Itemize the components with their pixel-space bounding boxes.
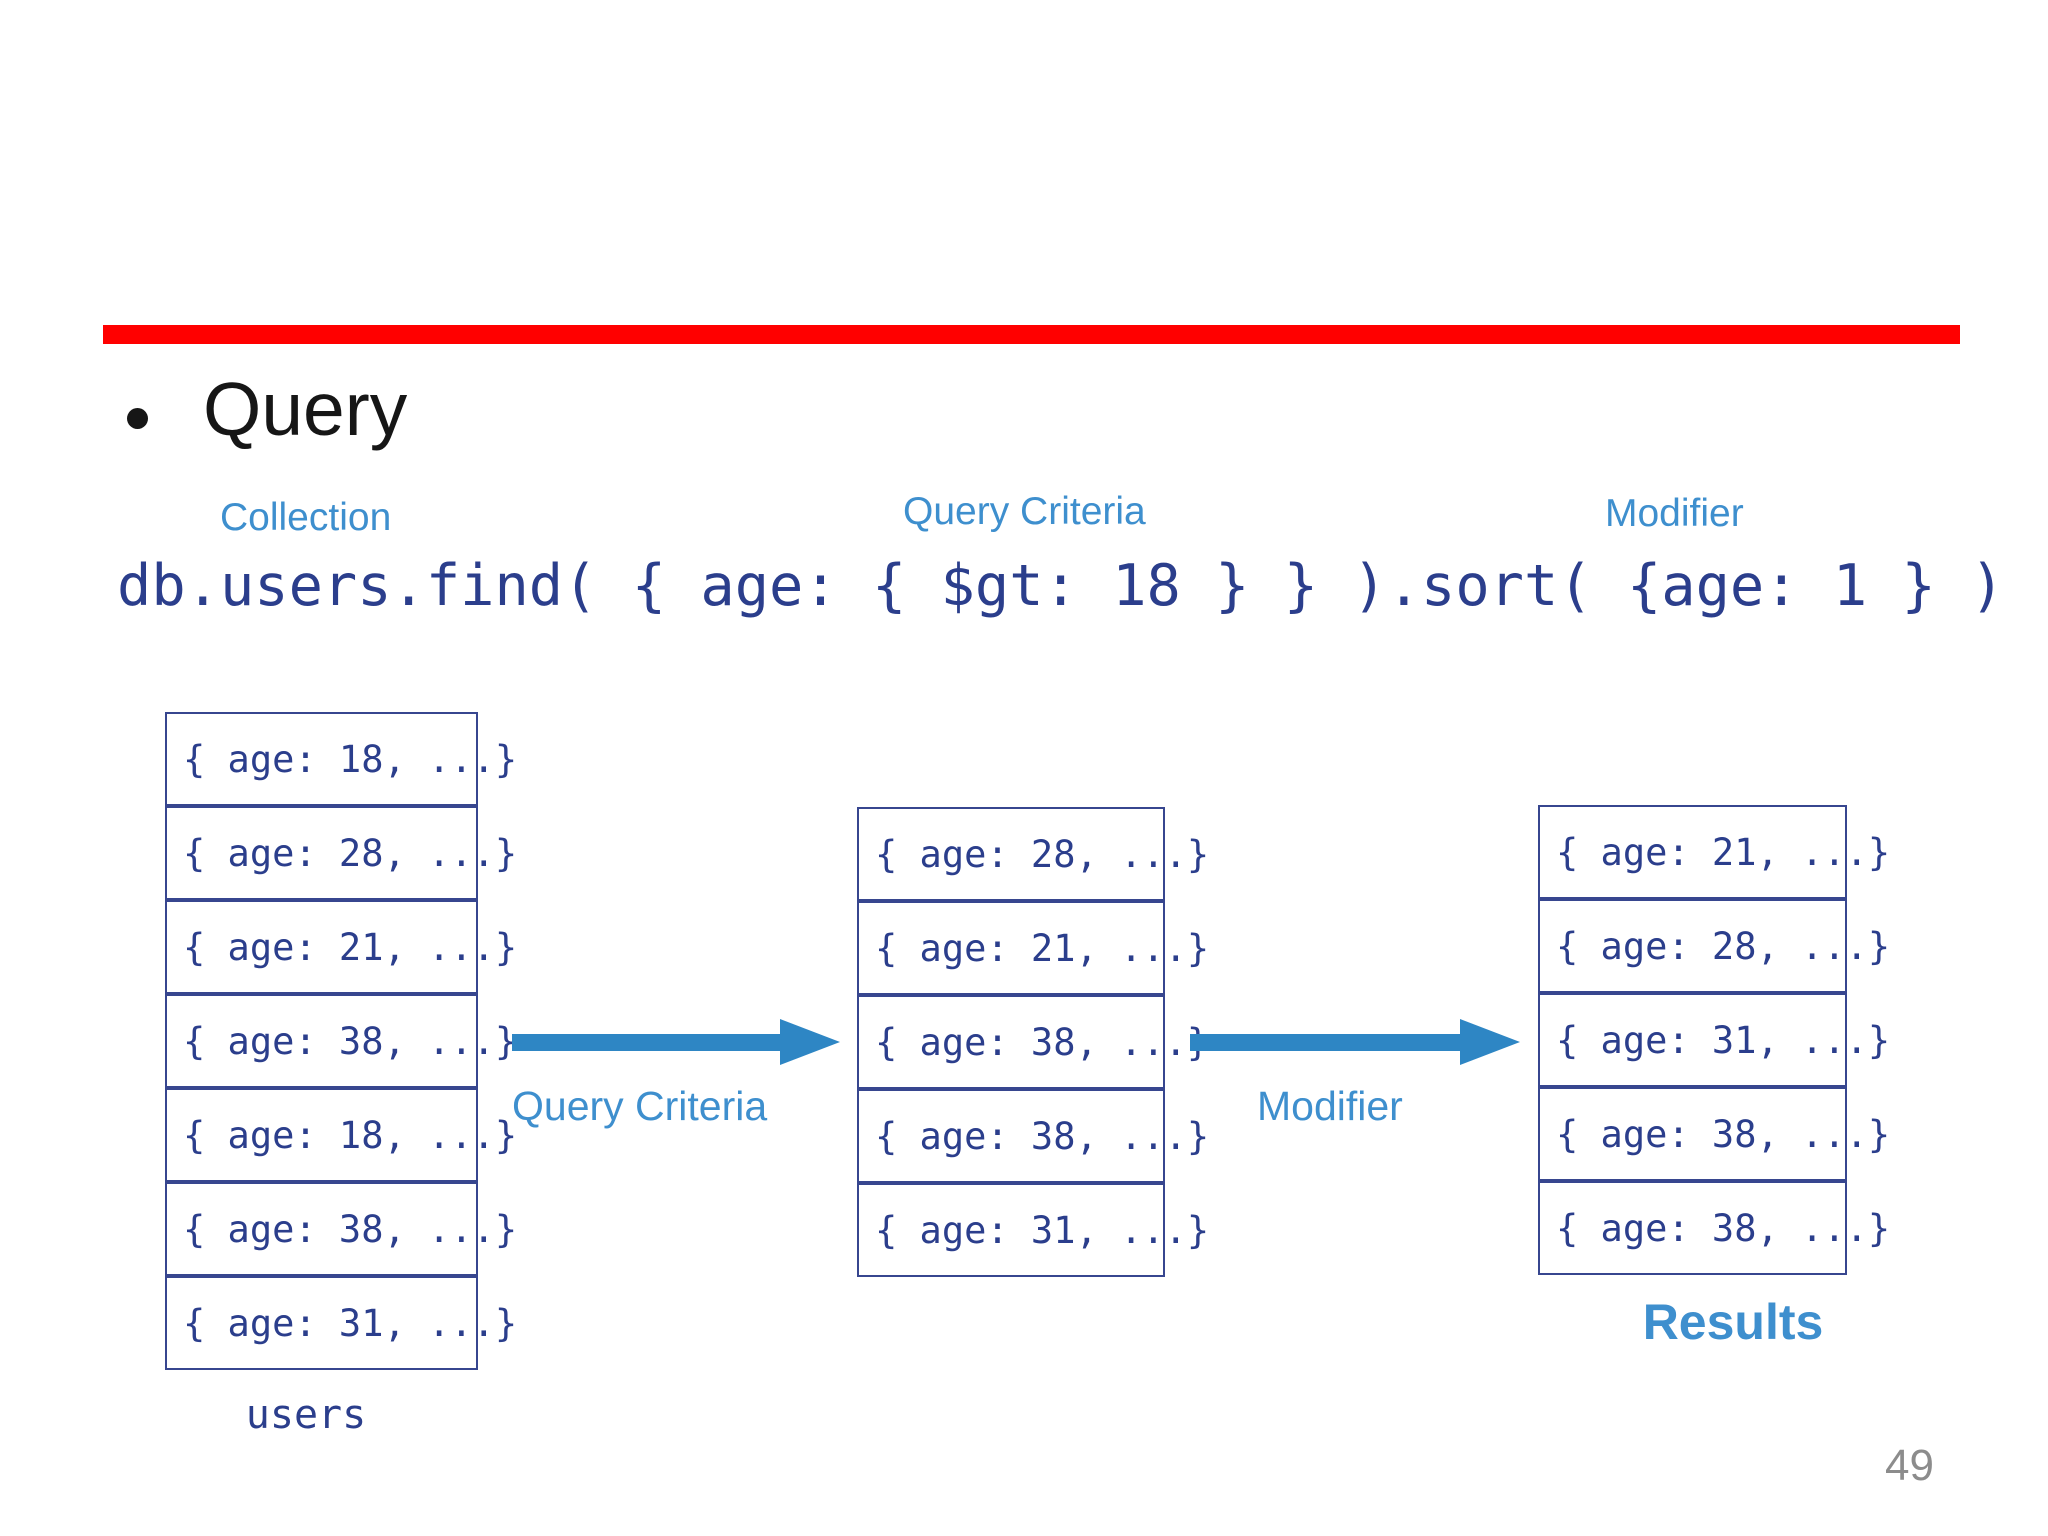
query-criteria-arrow: [512, 1034, 780, 1051]
modifier-arrow: [1190, 1034, 1460, 1051]
query-criteria-arrow-label: Query Criteria: [512, 1083, 768, 1129]
table-row: { age: 21, ...}: [857, 901, 1209, 995]
annotation-query-criteria: Query Criteria: [903, 490, 1146, 533]
table-row: { age: 38, ...}: [857, 1089, 1209, 1183]
modifier-arrow-head-icon: [1460, 1019, 1520, 1065]
table-row: { age: 18, ...}: [165, 712, 517, 806]
table-row: { age: 28, ...}: [165, 806, 517, 900]
annotation-collection: Collection: [220, 496, 392, 539]
table-row: { age: 18, ...}: [165, 1088, 517, 1182]
users-collection-table: { age: 18, ...} { age: 28, ...} { age: 2…: [165, 712, 517, 1370]
table-row: { age: 21, ...}: [1538, 805, 1890, 899]
page-title: Query: [203, 367, 408, 451]
filtered-documents-table: { age: 28, ...} { age: 21, ...} { age: 3…: [857, 807, 1209, 1277]
accent-divider-bar: [103, 325, 1960, 344]
users-table-caption: users: [245, 1392, 367, 1438]
query-criteria-arrow-head-icon: [780, 1019, 840, 1065]
table-row: { age: 31, ...}: [1538, 993, 1890, 1087]
table-row: { age: 38, ...}: [1538, 1181, 1890, 1275]
table-row: { age: 38, ...}: [1538, 1087, 1890, 1181]
mongodb-query-code: db.users.find( { age: { $gt: 18 } } ).so…: [117, 553, 2005, 619]
table-row: { age: 31, ...}: [857, 1183, 1209, 1277]
table-row: { age: 28, ...}: [1538, 899, 1890, 993]
table-row: { age: 38, ...}: [165, 1182, 517, 1276]
results-table: { age: 21, ...} { age: 28, ...} { age: 3…: [1538, 805, 1890, 1275]
table-row: { age: 28, ...}: [857, 807, 1209, 901]
table-row: { age: 38, ...}: [857, 995, 1209, 1089]
page-number: 49: [1885, 1441, 1934, 1490]
modifier-arrow-label: Modifier: [1257, 1083, 1403, 1129]
annotation-modifier: Modifier: [1605, 492, 1744, 535]
table-row: { age: 21, ...}: [165, 900, 517, 994]
table-row: { age: 31, ...}: [165, 1276, 517, 1370]
table-row: { age: 38, ...}: [165, 994, 517, 1088]
bullet-point: [127, 408, 148, 429]
results-table-caption: Results: [1642, 1294, 1824, 1350]
